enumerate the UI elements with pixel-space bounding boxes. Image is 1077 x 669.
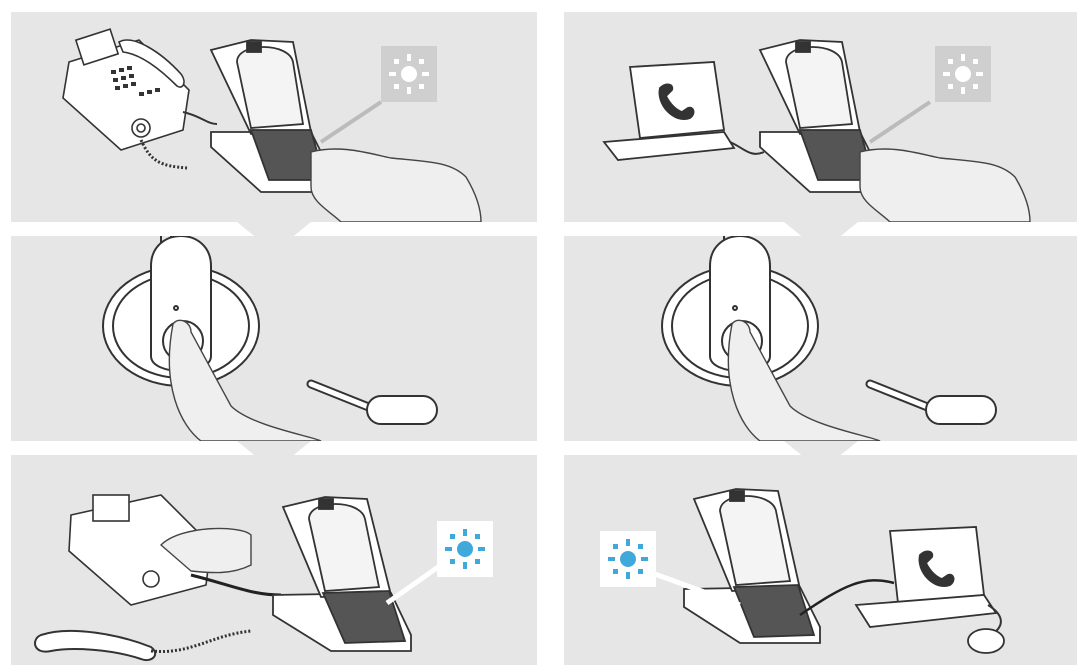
mouse: [968, 629, 1004, 653]
coiled-cord: [151, 631, 251, 652]
base-station: [684, 489, 820, 643]
light-blue-icon: [437, 521, 493, 577]
microphone: [926, 396, 996, 424]
callout-line: [387, 565, 441, 603]
coiled-cord: [141, 140, 187, 168]
light-off-icon: [935, 46, 991, 102]
light-blue-icon: [600, 531, 656, 587]
laptop: [604, 62, 734, 160]
panel-desk-phone-step-2: [11, 236, 537, 441]
handset: [35, 631, 155, 660]
panel-desk-phone-step-3: [11, 455, 537, 665]
headset-button-press-illustration: [564, 236, 1077, 441]
desk-phone-base-station-illustration: [11, 12, 537, 222]
phone-cable: [183, 112, 217, 124]
hand: [860, 149, 1030, 222]
hand: [311, 149, 481, 222]
usb-cable: [730, 142, 764, 154]
callout-line: [321, 102, 381, 142]
panel-computer-step-3: [564, 455, 1077, 665]
callout-line: [870, 102, 930, 142]
panel-computer-step-2: [564, 236, 1077, 441]
panel-desk-phone-step-1: [11, 12, 537, 222]
headset-button-press-illustration: [11, 236, 537, 441]
panel-computer-step-1: [564, 12, 1077, 222]
laptop: [856, 527, 996, 627]
base-station: [273, 497, 411, 651]
desk-phone: [63, 29, 189, 150]
microphone: [367, 396, 437, 424]
light-off-icon: [381, 46, 437, 102]
laptop-base-station-illustration: [564, 12, 1077, 222]
